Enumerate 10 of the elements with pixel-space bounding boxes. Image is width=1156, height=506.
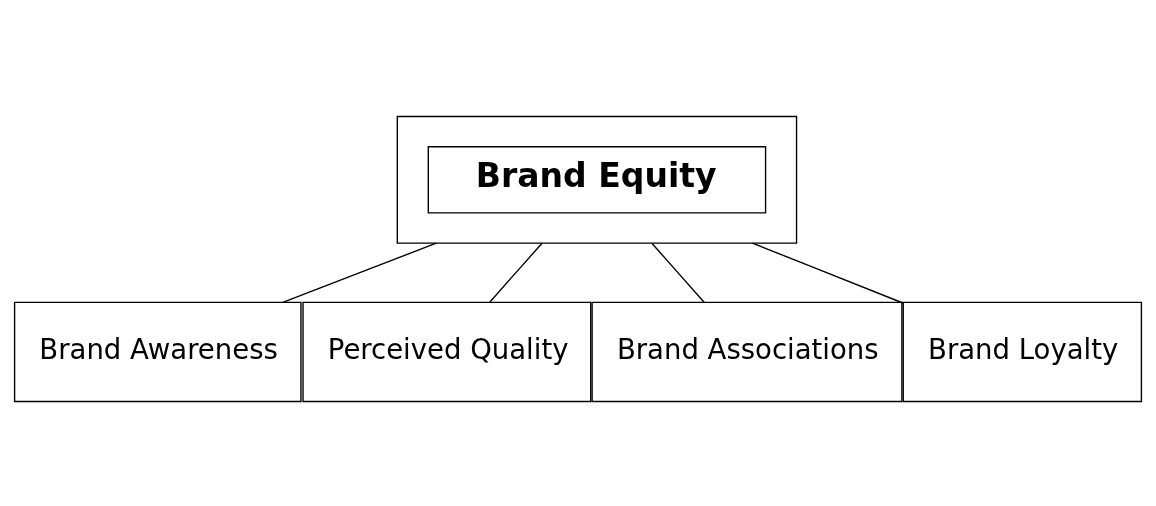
node-box: Brand Awareness xyxy=(13,301,302,402)
node-box: Brand Associations xyxy=(591,301,903,402)
cluster xyxy=(396,115,798,244)
connector xyxy=(489,242,543,303)
connector xyxy=(282,242,437,303)
connector xyxy=(751,242,904,304)
node-box: Perceived Quality xyxy=(302,301,592,402)
connector xyxy=(651,242,705,303)
node-box: Brand Loyalty xyxy=(902,301,1143,402)
node-box: Brand Equity xyxy=(427,145,767,214)
